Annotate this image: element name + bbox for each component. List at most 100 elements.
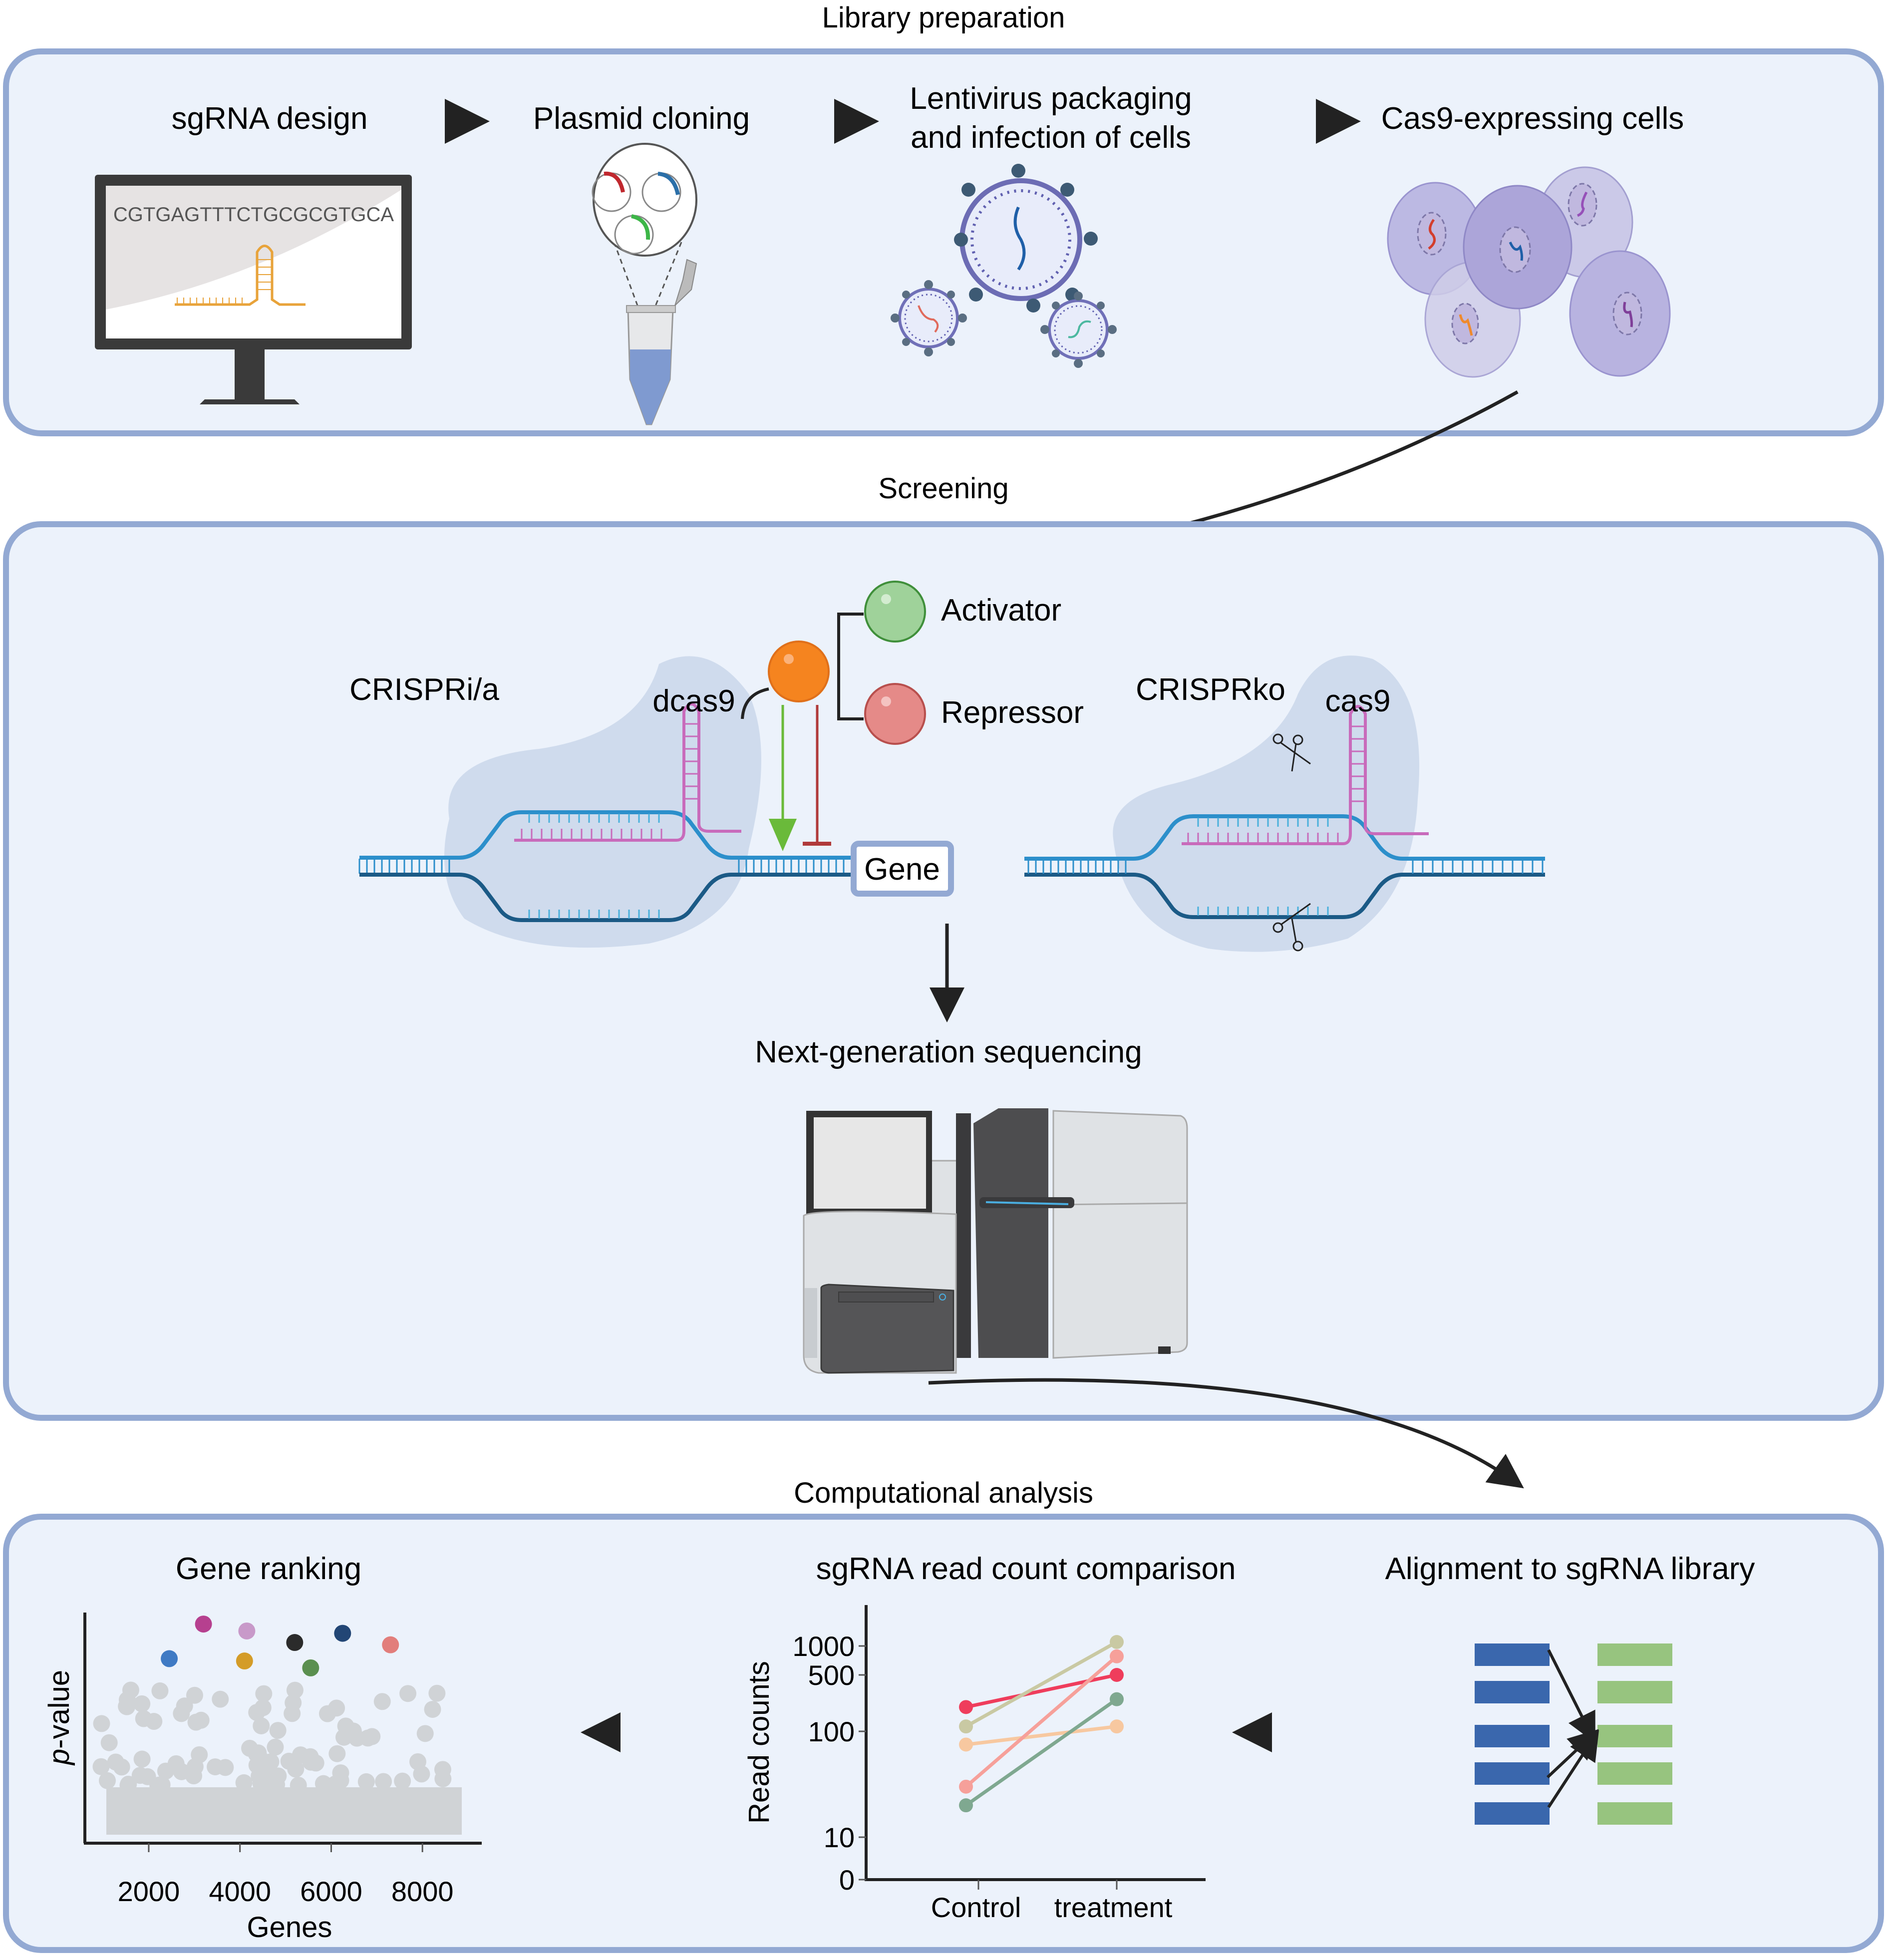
cells-icon	[1387, 166, 1671, 378]
background-point	[122, 1681, 139, 1699]
background-point	[357, 1773, 375, 1790]
background-point	[314, 1775, 332, 1792]
background-point	[269, 1722, 287, 1739]
background-point	[235, 1774, 253, 1791]
background-point	[100, 1734, 118, 1751]
scissors-icon-bottom	[1272, 903, 1311, 952]
background-point	[255, 1685, 273, 1702]
series-line	[965, 1724, 1117, 1746]
background-point	[285, 1694, 302, 1711]
background-point	[186, 1686, 203, 1704]
panel-library	[3, 48, 1884, 436]
y-tick-label: 10	[824, 1822, 855, 1853]
arrow-screening-to-computational	[928, 1378, 1524, 1489]
read-bar	[1475, 1725, 1550, 1747]
series-point	[1110, 1668, 1124, 1682]
computer-monitor-icon: CGTGAGTTTCTGCGCGTGCA	[95, 175, 412, 404]
series-point	[1110, 1635, 1124, 1649]
repressor-label: Repressor	[941, 695, 1084, 730]
background-point	[212, 1690, 229, 1708]
library-right	[1597, 1643, 1672, 1825]
highlight	[881, 696, 891, 706]
background-point	[280, 1752, 298, 1770]
read-bar	[1475, 1762, 1550, 1785]
background-point	[328, 1745, 346, 1762]
highlighted-gene-point	[195, 1616, 212, 1633]
highlighted-gene-point	[302, 1659, 319, 1676]
y-tick-label: 100	[808, 1716, 855, 1747]
background-points-mass	[106, 1787, 462, 1835]
plasmid-tube-icon	[592, 143, 697, 425]
highlighted-gene-point	[238, 1622, 256, 1639]
background-point	[118, 1698, 135, 1715]
series-point	[959, 1798, 973, 1813]
step-cas9-cells: Cas9-expressing cells	[1381, 101, 1684, 136]
alignment-icon	[1475, 1643, 1672, 1825]
series-point	[959, 1719, 973, 1734]
background-point	[252, 1775, 270, 1792]
y-axis-label-italic: p	[43, 1749, 75, 1766]
step-lentivirus-line2: and infection of cells	[911, 120, 1191, 155]
background-point	[187, 1713, 205, 1731]
background-point	[253, 1717, 270, 1734]
sgrna-sequence: CGTGAGTTTCTGCGCGTGCA	[113, 204, 394, 226]
section-title-screening: Screening	[878, 472, 1008, 505]
background-point	[133, 1750, 151, 1768]
read-bar	[1475, 1681, 1550, 1703]
dcas9-complex	[358, 656, 854, 948]
background-point	[207, 1758, 224, 1776]
background-point	[268, 1776, 286, 1793]
background-point	[254, 1699, 272, 1716]
library-bar	[1597, 1802, 1672, 1825]
x-tick-label: 6000	[300, 1876, 362, 1907]
section-title-library: Library preparation	[822, 1, 1065, 34]
lentivirus-icon	[891, 164, 1117, 368]
background-point	[302, 1748, 319, 1765]
gene-label: Gene	[864, 852, 940, 887]
background-point	[186, 1758, 204, 1775]
step-plasmid-cloning: Plasmid cloning	[533, 101, 750, 136]
step-lentivirus-line1: Lentivirus packaging	[910, 81, 1192, 116]
highlighted-gene-point	[382, 1636, 399, 1653]
dcas9-label: dcas9	[652, 684, 735, 718]
read-bar	[1475, 1802, 1550, 1825]
background-point	[290, 1777, 307, 1794]
background-point	[149, 1777, 167, 1794]
series-point	[959, 1737, 973, 1752]
series-point	[1110, 1692, 1124, 1706]
background-point	[416, 1725, 434, 1742]
series-point	[1110, 1719, 1124, 1734]
background-point	[93, 1715, 110, 1732]
alignment-title: Alignment to sgRNA library	[1385, 1552, 1755, 1586]
x-axis-label: Genes	[247, 1911, 332, 1944]
background-point	[375, 1773, 392, 1790]
x-tick-label: treatment	[1054, 1892, 1173, 1923]
background-point	[434, 1761, 451, 1778]
background-point	[151, 1682, 169, 1699]
reads-left	[1475, 1643, 1550, 1825]
cas9-complex	[1024, 655, 1545, 952]
background-point	[428, 1684, 446, 1702]
highlighted-gene-point	[334, 1625, 351, 1642]
background-point	[399, 1685, 417, 1702]
effector-domain-icon	[768, 641, 830, 702]
library-bar	[1597, 1643, 1672, 1666]
series-point	[959, 1700, 973, 1714]
x-tick-label: 8000	[391, 1876, 454, 1907]
y-axis-label-rest: -value	[43, 1670, 75, 1749]
effector-bracket	[837, 613, 864, 720]
background-point	[248, 1756, 266, 1774]
library-bar	[1597, 1725, 1672, 1747]
highlighted-gene-point	[236, 1652, 253, 1670]
ngs-label: Next-generation sequencing	[755, 1035, 1142, 1069]
sequencer-icon	[803, 1108, 1188, 1374]
background-point	[157, 1762, 174, 1780]
library-bar	[1597, 1681, 1672, 1703]
background-point	[318, 1705, 336, 1722]
background-point	[348, 1729, 365, 1747]
highlighted-gene-point	[161, 1650, 178, 1667]
background-point	[92, 1758, 110, 1775]
